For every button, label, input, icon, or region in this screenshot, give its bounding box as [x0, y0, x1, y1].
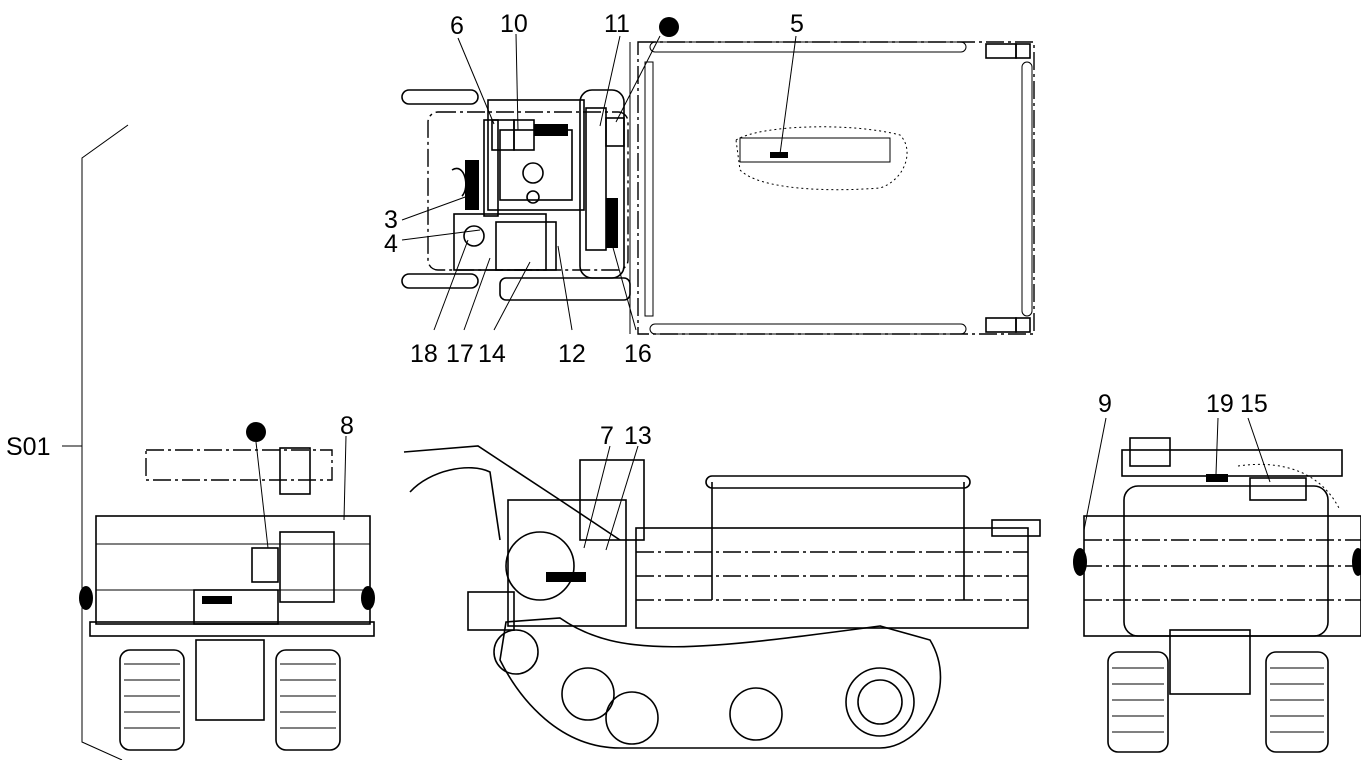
callout-13: 13	[624, 422, 652, 450]
callout-11: 11	[604, 10, 630, 38]
callout-3: 3	[384, 206, 398, 234]
callout-19: 19	[1206, 390, 1234, 418]
callout-6: 6	[450, 12, 464, 40]
callout-18: 18	[410, 340, 438, 368]
callout-17: 17	[446, 340, 474, 368]
group-label-s01: S01	[6, 433, 50, 461]
leader-line-8	[343, 435, 347, 521]
callout-5: 5	[790, 10, 804, 38]
callout-12: 12	[558, 340, 586, 368]
callout-10: 10	[500, 10, 528, 38]
leader-lines-top	[401, 33, 797, 331]
top-view	[401, 17, 1035, 335]
side-view	[403, 445, 1041, 749]
callout-4: 4	[384, 230, 398, 258]
callout-15: 15	[1240, 390, 1268, 418]
callout-14: 14	[478, 340, 506, 368]
callout-8: 8	[340, 412, 354, 440]
callout-16: 16	[624, 340, 652, 368]
front-view	[79, 422, 375, 751]
group-bracket	[62, 124, 129, 760]
leader-lines-side	[583, 445, 639, 551]
rear-view	[1073, 437, 1361, 753]
leader-lines-rear	[1083, 417, 1271, 531]
callout-7: 7	[600, 422, 614, 450]
callout-9: 9	[1098, 390, 1112, 418]
